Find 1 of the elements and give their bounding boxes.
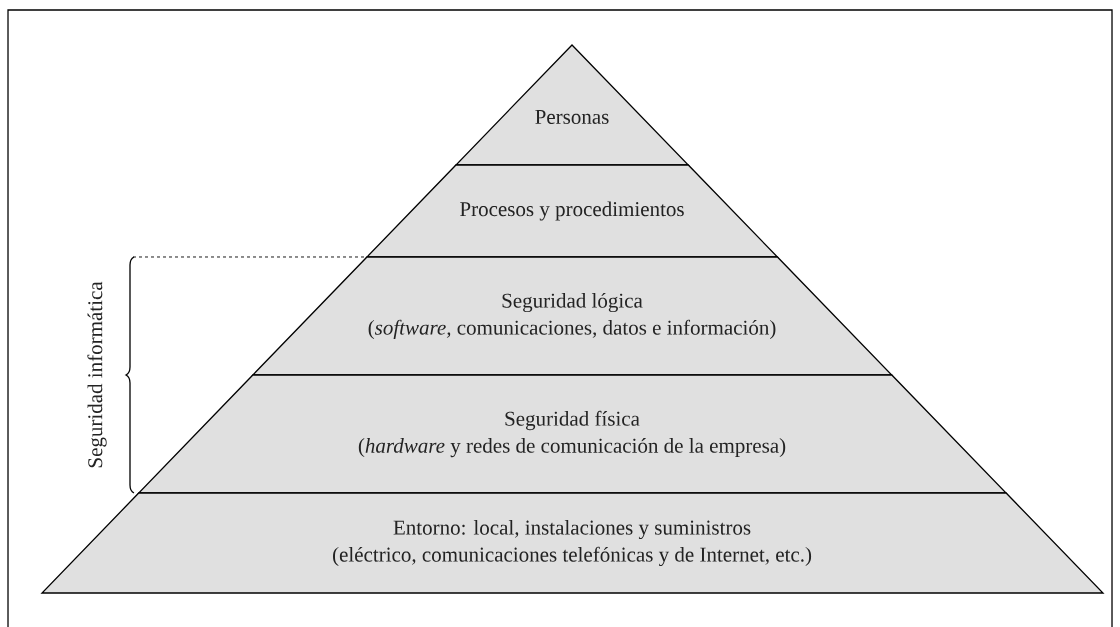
bracket-label: Seguridad informática (87, 281, 107, 468)
